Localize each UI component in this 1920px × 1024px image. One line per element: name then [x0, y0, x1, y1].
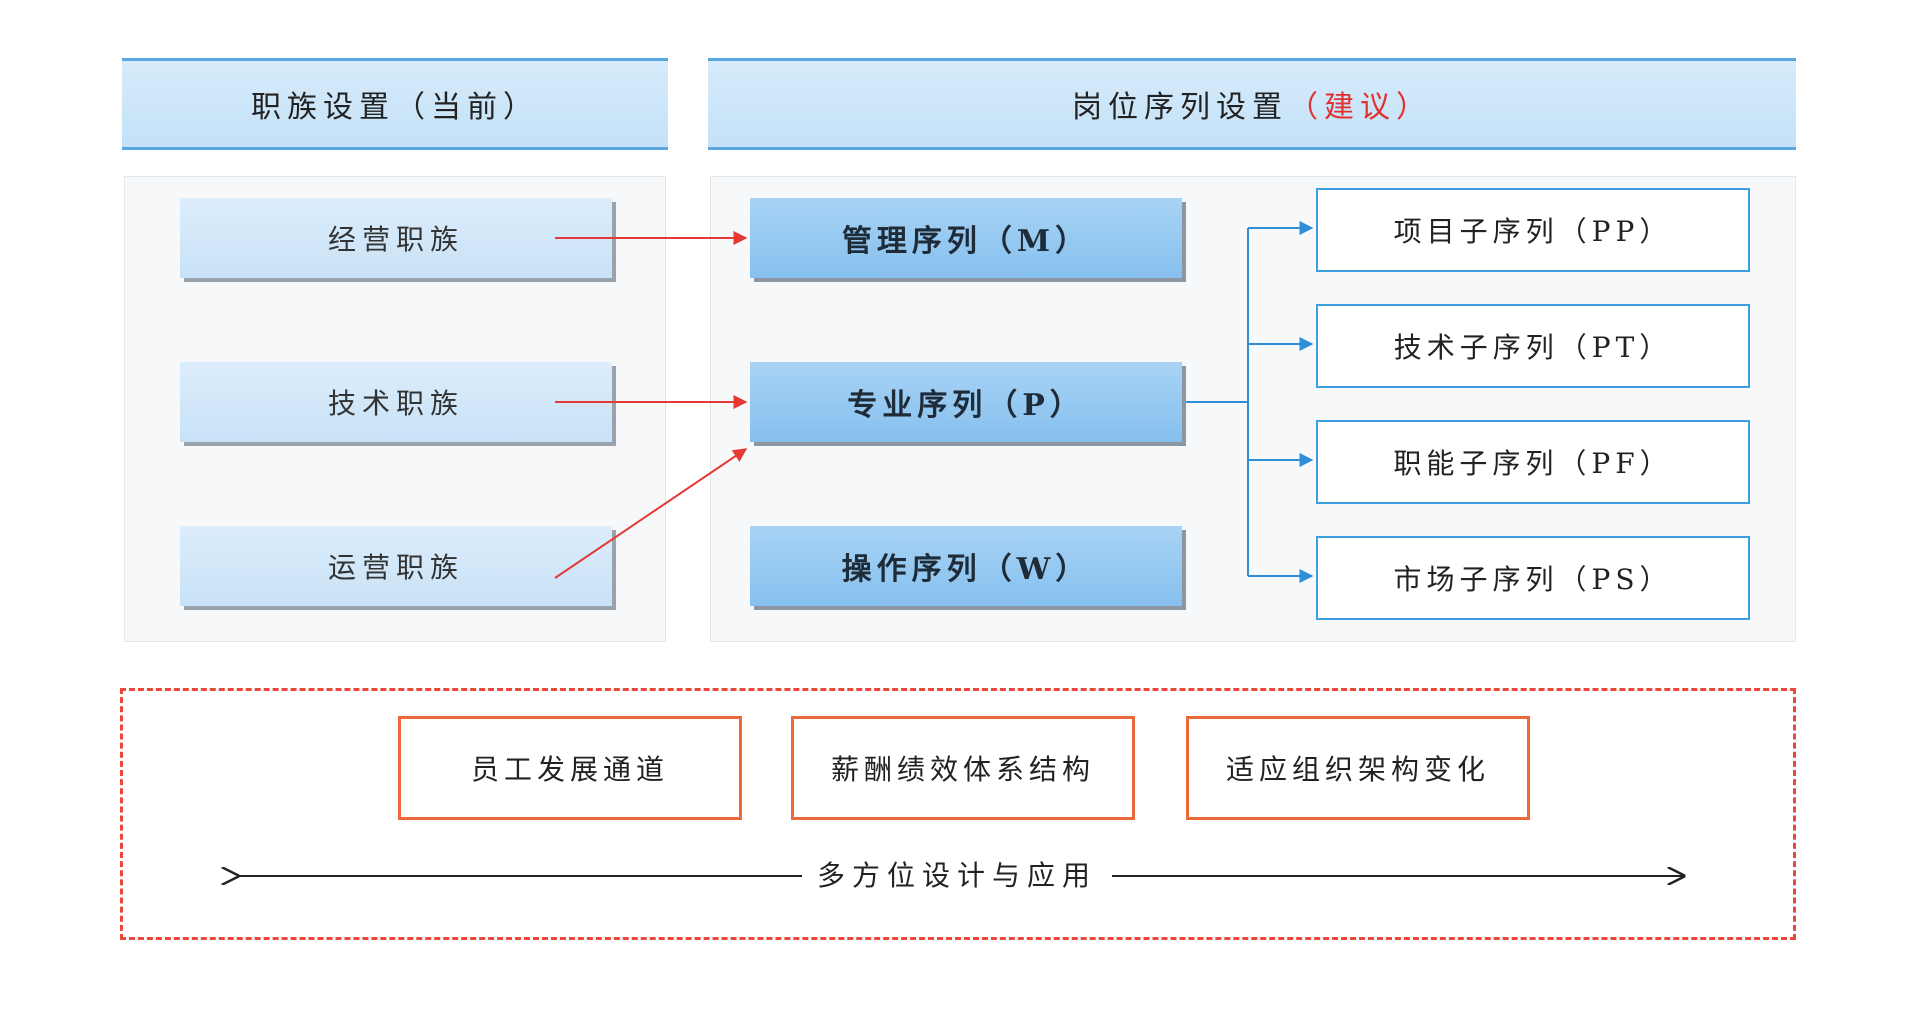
- suggest-label: （建议）: [1288, 90, 1432, 125]
- current-family-header: 职族设置（当前）: [122, 58, 668, 150]
- current-family-title: 职族设置（当前）: [251, 90, 539, 125]
- sequence-box-operation: 操作序列（W）: [750, 526, 1182, 606]
- application-caption: 多方位设计与应用: [802, 852, 1112, 896]
- sequence-box-professional: 专业序列（P）: [750, 362, 1182, 442]
- arrow-operation-to-professional: [554, 448, 748, 579]
- family-box-technical: 技术职族: [180, 362, 612, 442]
- family-box-operation: 运营职族: [180, 526, 612, 606]
- sub-sequence-market: 市场子序列（PS）: [1316, 536, 1750, 620]
- sub-sequence-function: 职能子序列（PF）: [1316, 420, 1750, 504]
- sequence-box-management: 管理序列（M）: [750, 198, 1182, 278]
- box-org-adaptation: 适应组织架构变化: [1186, 716, 1530, 820]
- box-compensation-system: 薪酬绩效体系结构: [791, 716, 1135, 820]
- sequence-title: 岗位序列设置: [1072, 90, 1288, 125]
- suggested-sequence-header: 岗位序列设置（建议）: [708, 58, 1796, 150]
- application-frame: [120, 688, 1796, 940]
- box-career-path: 员工发展通道: [398, 716, 742, 820]
- sub-sequence-project: 项目子序列（PP）: [1316, 188, 1750, 272]
- sub-sequence-technical: 技术子序列（PT）: [1316, 304, 1750, 388]
- family-box-business: 经营职族: [180, 198, 612, 278]
